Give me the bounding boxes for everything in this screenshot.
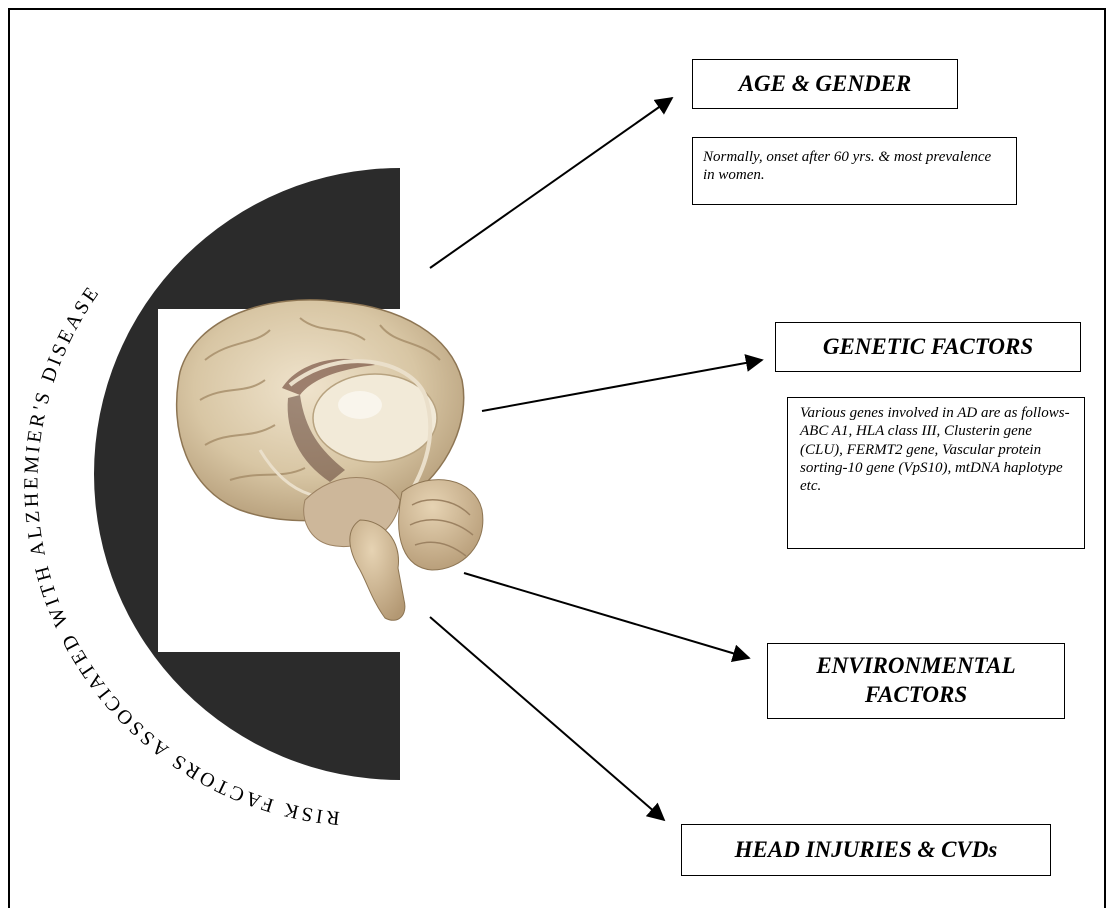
connector-arrows	[430, 98, 762, 820]
arrow-to-head-injuries	[430, 617, 664, 820]
environmental-factors-title: ENVIRONMENTAL FACTORS	[776, 652, 1056, 710]
arrow-to-environmental-factors	[464, 573, 749, 658]
age-gender-title-box: AGE & GENDER	[692, 59, 958, 109]
arrow-to-age-gender	[430, 98, 672, 268]
brain-illustration	[177, 300, 483, 620]
environmental-factors-title-box: ENVIRONMENTAL FACTORS	[767, 643, 1065, 719]
age-gender-description: Normally, onset after 60 yrs. & most pre…	[703, 149, 991, 183]
genetic-factors-title-box: GENETIC FACTORS	[775, 322, 1081, 372]
age-gender-title: AGE & GENDER	[739, 70, 912, 99]
genetic-factors-description: Various genes involved in AD are as foll…	[800, 405, 1070, 494]
age-gender-description-box: Normally, onset after 60 yrs. & most pre…	[692, 137, 1017, 205]
head-injuries-title: HEAD INJURIES & CVDs	[735, 836, 998, 865]
head-injuries-title-box: HEAD INJURIES & CVDs	[681, 824, 1051, 876]
genetic-factors-description-box: Various genes involved in AD are as foll…	[787, 397, 1085, 549]
arrow-to-genetic-factors	[482, 360, 762, 411]
genetic-factors-title: GENETIC FACTORS	[823, 333, 1033, 362]
